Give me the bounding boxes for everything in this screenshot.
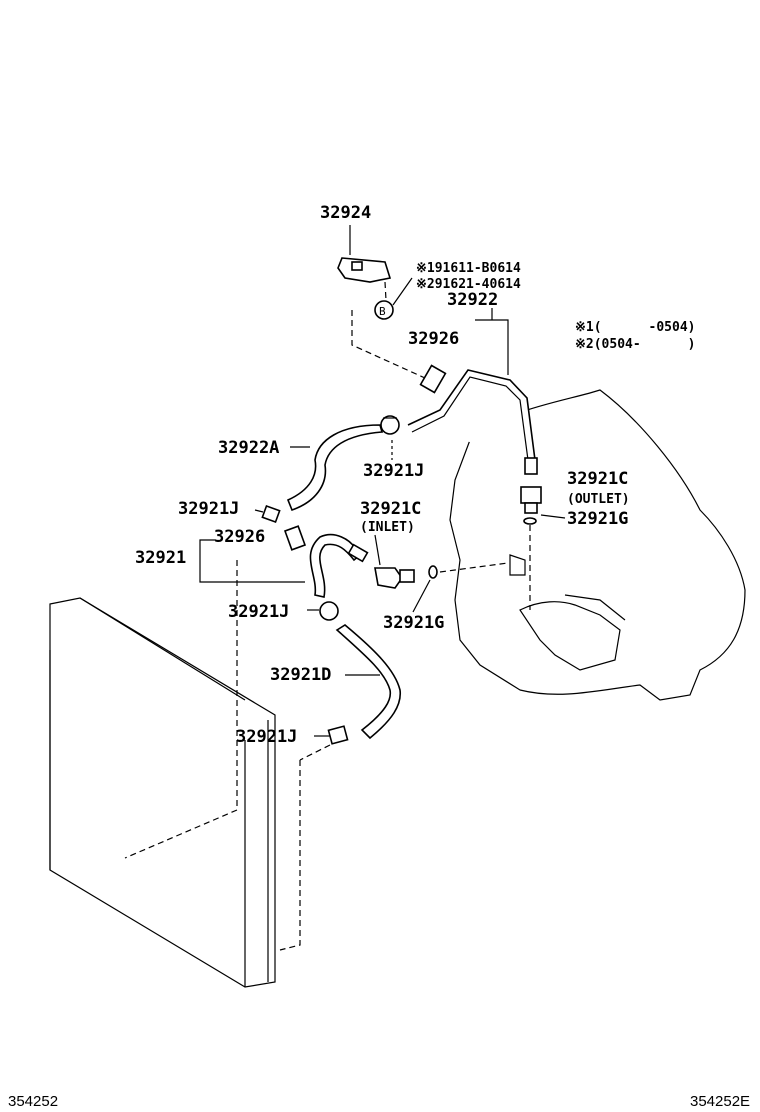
label-32921C-inlet: 32921C — [360, 499, 421, 519]
label-32926-top: 32926 — [408, 329, 459, 349]
label-32921J-3: 32921J — [228, 602, 289, 622]
pipe-32921 — [199, 533, 369, 598]
clamp-32921J-lower — [307, 601, 339, 621]
label-inlet: (INLET) — [360, 520, 415, 535]
label-32921J-4: 32921J — [236, 727, 297, 747]
legend-2: ※2(0504- ) — [575, 337, 695, 352]
hose-32922A — [286, 424, 384, 512]
clamp-32921J-bottom — [299, 725, 349, 761]
label-outlet: (OUTLET) — [567, 492, 630, 507]
label-32922A: 32922A — [218, 438, 279, 458]
transmission-housing — [449, 389, 746, 701]
label-32921D: 32921D — [270, 665, 331, 685]
clamp-32921J-top — [380, 415, 400, 460]
label-32921G-2: 32921G — [383, 613, 444, 633]
bracket-32924 — [337, 225, 426, 379]
footer-left-code: 354252 — [8, 1093, 58, 1110]
circle-b-marker — [374, 300, 394, 320]
hose-32921D — [335, 624, 401, 740]
label-32921G-1: 32921G — [567, 509, 628, 529]
label-32921: 32921 — [135, 548, 186, 568]
pipe-32922 — [407, 308, 538, 475]
footer-right-code: 354252E — [690, 1093, 750, 1110]
clamp-32921J-left — [254, 504, 281, 524]
label-32924: 32924 — [320, 203, 371, 223]
grommet-32926-top — [419, 364, 447, 394]
legend-1: ※1( -0504) — [575, 320, 695, 335]
label-32922: 32922 — [447, 290, 498, 310]
grommet-32926-mid — [283, 525, 307, 551]
fitting-32921C-outlet — [520, 486, 566, 610]
label-32921C-outlet: 32921C — [567, 469, 628, 489]
label-32921J-1: 32921J — [363, 461, 424, 481]
circle-b-label: B — [379, 305, 386, 318]
fitting-32921C-inlet — [374, 534, 415, 589]
label-32921J-2: 32921J — [178, 499, 239, 519]
oring-32921G-lower — [412, 562, 509, 613]
note-2: ※291621-40614 — [416, 277, 521, 292]
label-32926-mid: 32926 — [214, 527, 265, 547]
radiator — [49, 560, 301, 988]
note-1: ※191611-B0614 — [416, 261, 521, 276]
